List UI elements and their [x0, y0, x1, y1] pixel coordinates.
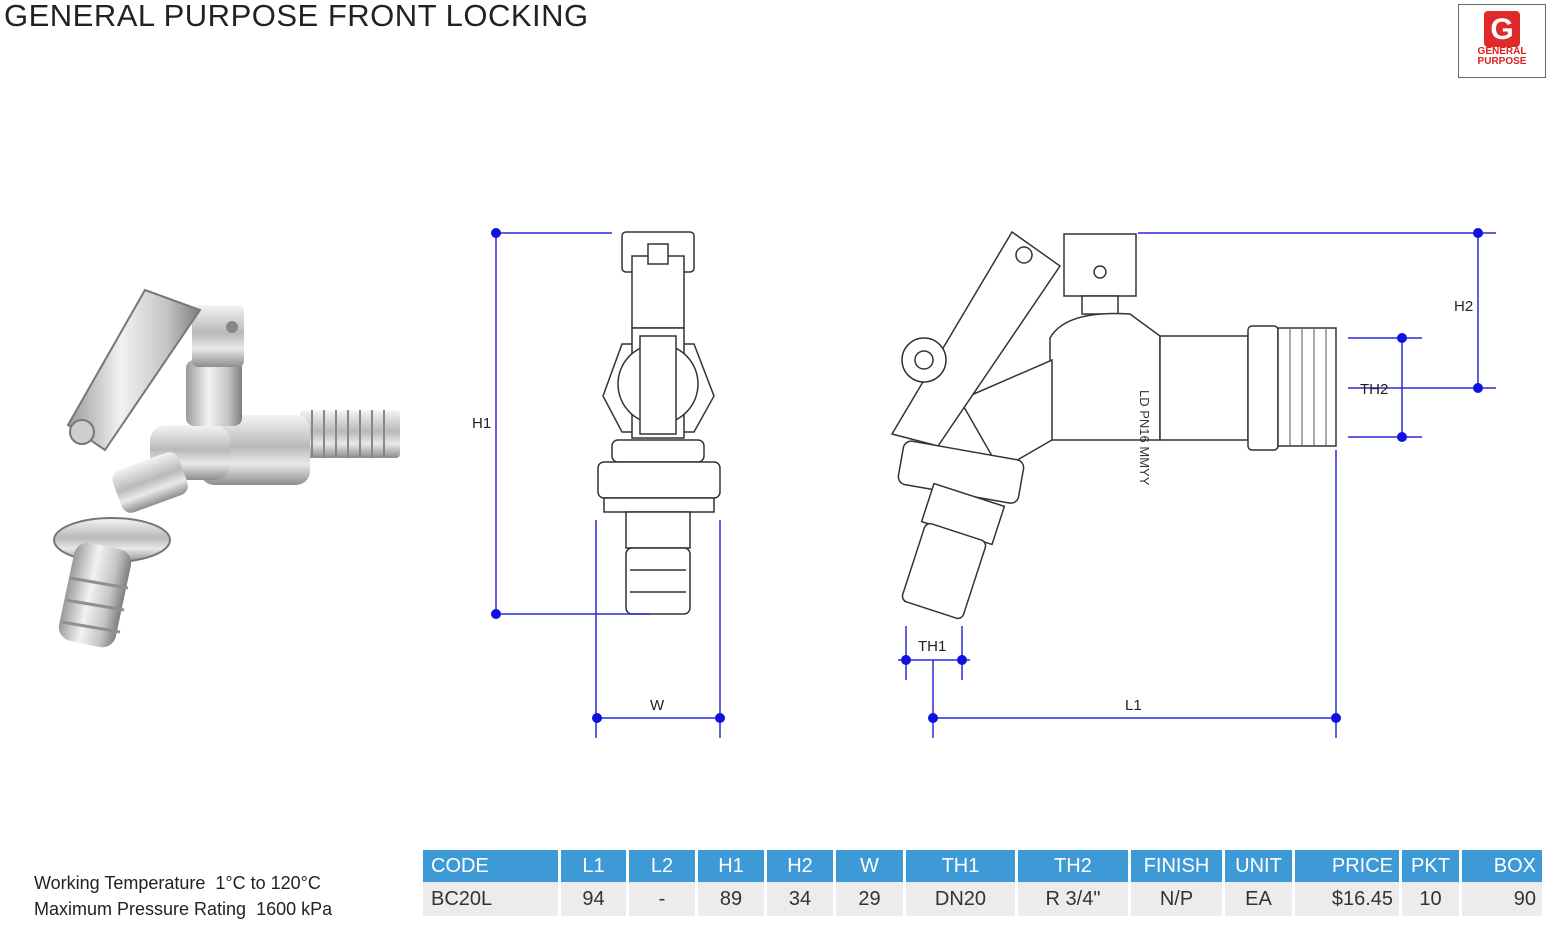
column-header: H1: [696, 850, 767, 882]
pressure-label: Maximum Pressure Rating: [34, 899, 247, 919]
dim-label-h2: H2: [1454, 298, 1473, 315]
spec-block: Working Temperature 1°C to 120°C Maximum …: [34, 870, 332, 922]
table-cell: EA: [1223, 882, 1295, 916]
table-cell: 89: [696, 882, 767, 916]
temperature-spec: Working Temperature 1°C to 120°C: [34, 870, 332, 896]
column-header: UNIT: [1223, 850, 1295, 882]
column-header: L2: [627, 850, 698, 882]
dim-label-th1: TH1: [918, 638, 946, 655]
column-header: W: [834, 850, 906, 882]
column-header: CODE: [423, 850, 561, 882]
badge-letter: G: [1484, 11, 1520, 47]
badge-line-2: PURPOSE: [1477, 56, 1527, 67]
table-cell: DN20: [904, 882, 1018, 916]
column-header: H2: [765, 850, 836, 882]
side-view-drawing: LD PN16 MMYY: [890, 230, 1337, 620]
table-cell: $16.45: [1293, 882, 1402, 916]
badge-line-1: GENERAL: [1477, 46, 1527, 57]
pressure-value: 1600 kPa: [256, 899, 333, 919]
table-cell: 94: [559, 882, 629, 916]
temperature-label: Working Temperature: [34, 873, 206, 893]
column-header: TH1: [904, 850, 1018, 882]
column-header: BOX: [1460, 850, 1542, 882]
svg-text:LD PN16 MMYY: LD PN16 MMYY: [1137, 390, 1152, 486]
general-purpose-badge: G GENERAL PURPOSE: [1458, 4, 1546, 78]
table-row: BC20L 94 - 89 34 29 DN20 R 3/4" N/P EA $…: [423, 882, 1542, 916]
dim-label-w: W: [650, 697, 665, 714]
dimension-lines: [495, 232, 1496, 738]
table-cell: -: [627, 882, 698, 916]
front-locking-tap-photo: [53, 288, 400, 648]
column-header: FINISH: [1129, 850, 1225, 882]
product-table: CODE L1 L2 H1 H2 W TH1 TH2 FINISH UNIT P…: [423, 850, 1542, 916]
table-cell: R 3/4": [1016, 882, 1131, 916]
pressure-spec: Maximum Pressure Rating 1600 kPa: [34, 896, 332, 922]
table-cell: BC20L: [423, 882, 561, 916]
column-header: TH2: [1016, 850, 1131, 882]
column-header: PRICE: [1293, 850, 1402, 882]
temperature-value: 1°C to 120°C: [215, 873, 321, 893]
dim-label-h1: H1: [472, 415, 491, 432]
column-header: PKT: [1400, 850, 1462, 882]
dim-label-l1: L1: [1125, 697, 1142, 714]
table-cell: 90: [1460, 882, 1542, 916]
table-cell: 29: [834, 882, 906, 916]
front-view-drawing: [597, 231, 721, 615]
table-cell: 34: [765, 882, 836, 916]
dimension-points: [491, 228, 1483, 723]
table-header-row: CODE L1 L2 H1 H2 W TH1 TH2 FINISH UNIT P…: [423, 850, 1542, 882]
column-header: L1: [559, 850, 629, 882]
page-title: GENERAL PURPOSE FRONT LOCKING: [4, 0, 589, 33]
table-cell: N/P: [1129, 882, 1225, 916]
table-cell: 10: [1400, 882, 1462, 916]
dim-label-th2: TH2: [1360, 381, 1388, 398]
